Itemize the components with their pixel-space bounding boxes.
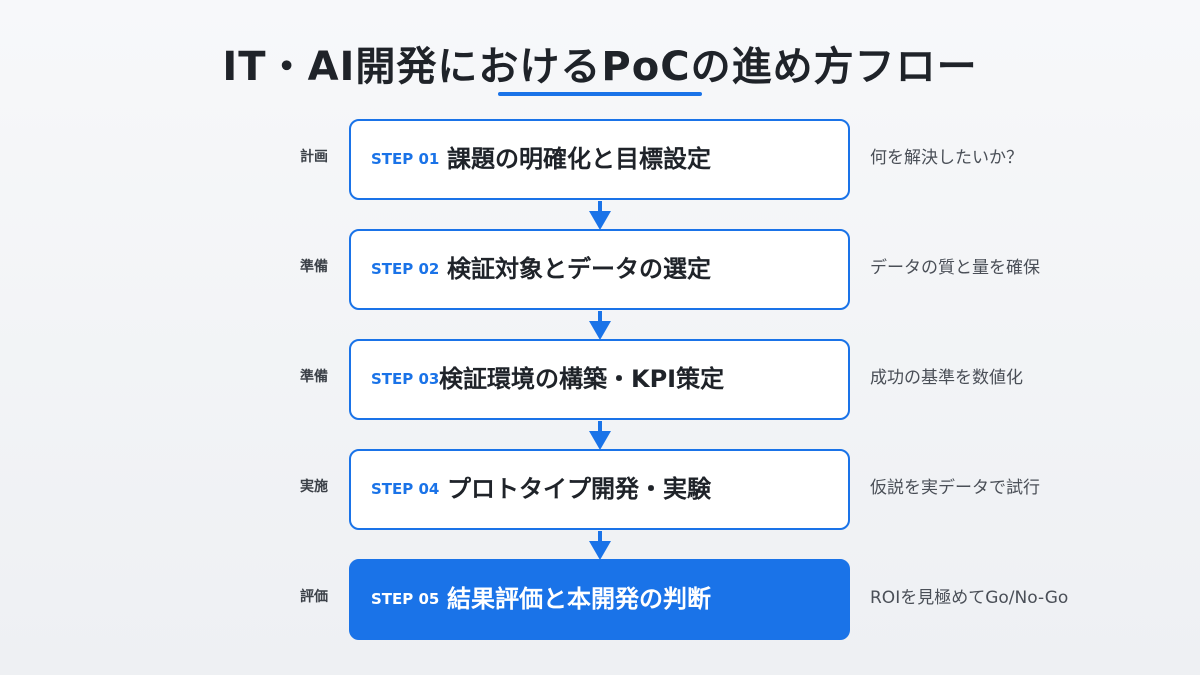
step-box-4: STEP 04 プロトタイプ開発・実験 bbox=[349, 449, 850, 530]
flow-arrow-1 bbox=[589, 201, 611, 230]
phase-label-5: 評価 bbox=[300, 589, 328, 605]
step-title-1: 課題の明確化と目標設定 bbox=[447, 145, 711, 173]
flow-arrow-3 bbox=[589, 421, 611, 450]
step-title-4: プロトタイプ開発・実験 bbox=[447, 475, 711, 503]
phase-label-1: 計画 bbox=[300, 149, 328, 165]
step-number-5: STEP 05 bbox=[371, 590, 440, 608]
step-box-3: STEP 03 検証環境の構築・KPI策定 bbox=[349, 339, 850, 420]
step-box-1: STEP 01 課題の明確化と目標設定 bbox=[349, 119, 850, 200]
step-note-5: ROIを見極めてGo/No-Go bbox=[870, 588, 1069, 608]
step-note-3: 成功の基準を数値化 bbox=[870, 368, 1023, 388]
step-note-4: 仮説を実データで試行 bbox=[870, 478, 1040, 498]
step-note-1: 何を解決したいか？ bbox=[870, 148, 1023, 168]
step-number-4: STEP 04 bbox=[371, 480, 440, 498]
phase-label-4: 実施 bbox=[300, 479, 328, 495]
flow-arrow-2 bbox=[589, 311, 611, 340]
page-title: IT・AI開発におけるPoCの進め方フロー bbox=[222, 44, 978, 90]
title-underline bbox=[498, 92, 702, 96]
step-number-3: STEP 03 bbox=[371, 370, 440, 388]
step-number-1: STEP 01 bbox=[371, 150, 440, 168]
step-note-2: データの質と量を確保 bbox=[870, 258, 1040, 278]
step-box-2: STEP 02 検証対象とデータの選定 bbox=[349, 229, 850, 310]
phase-label-2: 準備 bbox=[300, 259, 328, 275]
phase-label-3: 準備 bbox=[300, 369, 328, 385]
step-number-2: STEP 02 bbox=[371, 260, 440, 278]
step-box-5: STEP 05 結果評価と本開発の判断 bbox=[349, 559, 850, 640]
flow-arrow-4 bbox=[589, 531, 611, 560]
step-title-2: 検証対象とデータの選定 bbox=[447, 255, 711, 283]
step-title-3: 検証環境の構築・KPI策定 bbox=[439, 365, 725, 393]
step-title-5: 結果評価と本開発の判断 bbox=[447, 585, 711, 613]
